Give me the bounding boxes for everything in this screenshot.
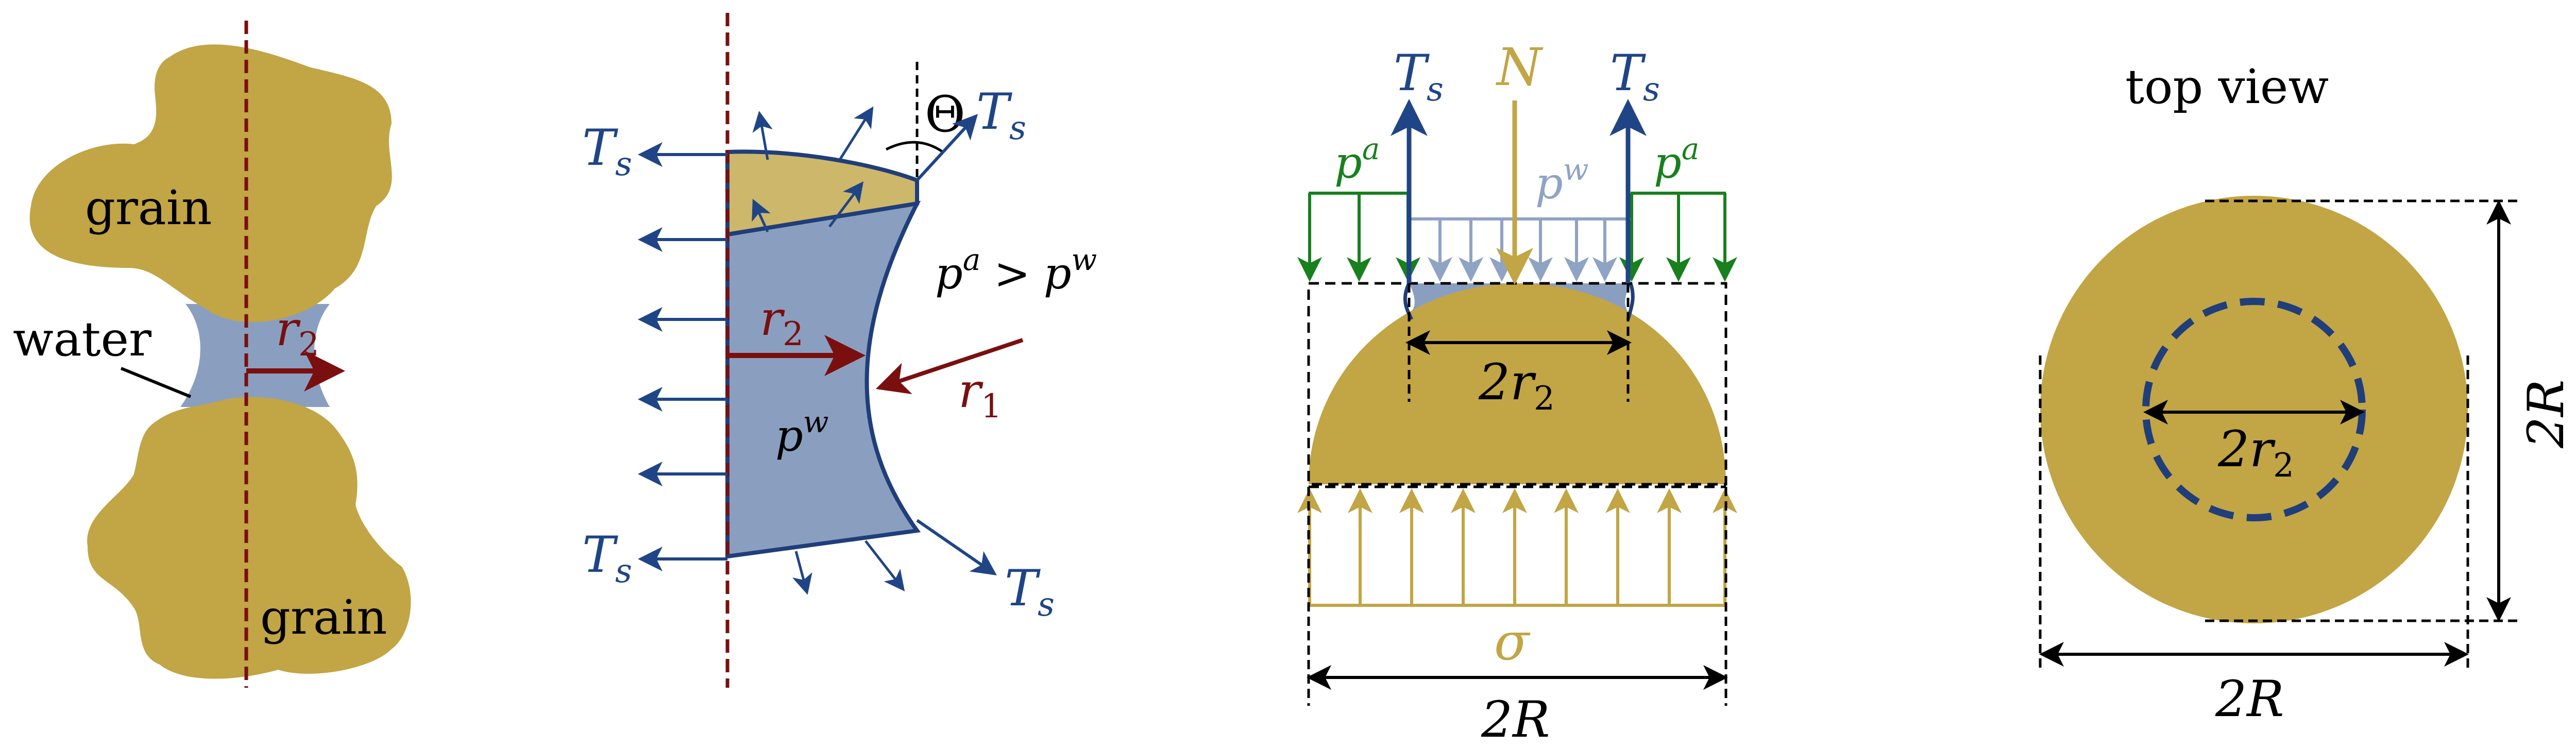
normal-arrow bbox=[752, 198, 771, 233]
surface-normal-arrows bbox=[752, 106, 905, 595]
sigma-load bbox=[1297, 488, 1737, 607]
normal-arrow bbox=[752, 111, 773, 160]
grain-top bbox=[29, 44, 392, 322]
r1-arrow bbox=[875, 338, 1024, 395]
dim-2r-label: 2R bbox=[1481, 691, 1550, 747]
panel-force-balance: Ts Ts N pa pa pw 2r2 σ 2R bbox=[1297, 37, 1737, 747]
ts-label-bottom-left: Ts bbox=[582, 526, 632, 590]
panel-meniscus: Θ Ts Ts Ts Ts pa>pw pw r2 r1 bbox=[582, 13, 1097, 688]
tension-arrows-left bbox=[638, 142, 727, 571]
water-leader-line bbox=[120, 367, 192, 398]
ts-label-left: Ts bbox=[1394, 44, 1444, 109]
theta-arc bbox=[885, 141, 944, 154]
pw-load bbox=[1409, 217, 1631, 282]
grain-bottom bbox=[87, 397, 411, 679]
r2-label: r2 bbox=[276, 301, 319, 364]
ts-label-right: Ts bbox=[1610, 44, 1660, 109]
r2-label: r2 bbox=[760, 291, 804, 353]
grain-top-label: grain bbox=[85, 180, 212, 235]
water-label: water bbox=[13, 312, 151, 367]
water-bridge bbox=[180, 304, 330, 407]
panel-top-view: top view 2r2 2R 2R bbox=[2039, 59, 2575, 728]
pa-label-right: pa bbox=[1654, 131, 1699, 188]
n-label: N bbox=[1496, 37, 1544, 97]
tension-arrow-bottom-right bbox=[916, 519, 997, 575]
tension-arrow-top-right bbox=[916, 114, 978, 182]
pw-label: pw bbox=[775, 404, 828, 461]
meniscus-top-surface bbox=[725, 149, 919, 237]
panel-grains: grain grain water r2 bbox=[13, 21, 411, 688]
ts-label-top-left: Ts bbox=[582, 119, 632, 183]
ts-label-bottom-right: Ts bbox=[1005, 559, 1055, 624]
dim-2r2-label: 2r2 bbox=[2217, 420, 2294, 485]
pa-load-left bbox=[1297, 192, 1420, 282]
normal-arrow bbox=[792, 551, 812, 595]
pa-load-right bbox=[1619, 192, 1737, 282]
pressure-condition: pa>pw bbox=[935, 242, 1097, 299]
top-view-title: top view bbox=[2125, 59, 2329, 114]
sigma-label: σ bbox=[1494, 612, 1531, 672]
dim-2r2-label: 2r2 bbox=[1478, 353, 1555, 418]
grain-disc bbox=[2040, 196, 2468, 623]
r1-label: r1 bbox=[958, 363, 1002, 426]
pa-label-left: pa bbox=[1334, 131, 1380, 188]
normal-arrow bbox=[865, 540, 905, 591]
dashed-box-top bbox=[1307, 282, 1727, 486]
grain-bottom-label: grain bbox=[260, 590, 387, 645]
normal-arrow bbox=[838, 106, 874, 161]
normal-arrow bbox=[828, 181, 863, 228]
ts-label-top-right: Ts bbox=[976, 83, 1026, 147]
pw-label: pw bbox=[1535, 152, 1588, 209]
dim-2r-side-label: 2R bbox=[2517, 380, 2575, 449]
meniscus-body bbox=[725, 200, 921, 559]
dim-2r-bottom-label: 2R bbox=[2215, 670, 2284, 728]
